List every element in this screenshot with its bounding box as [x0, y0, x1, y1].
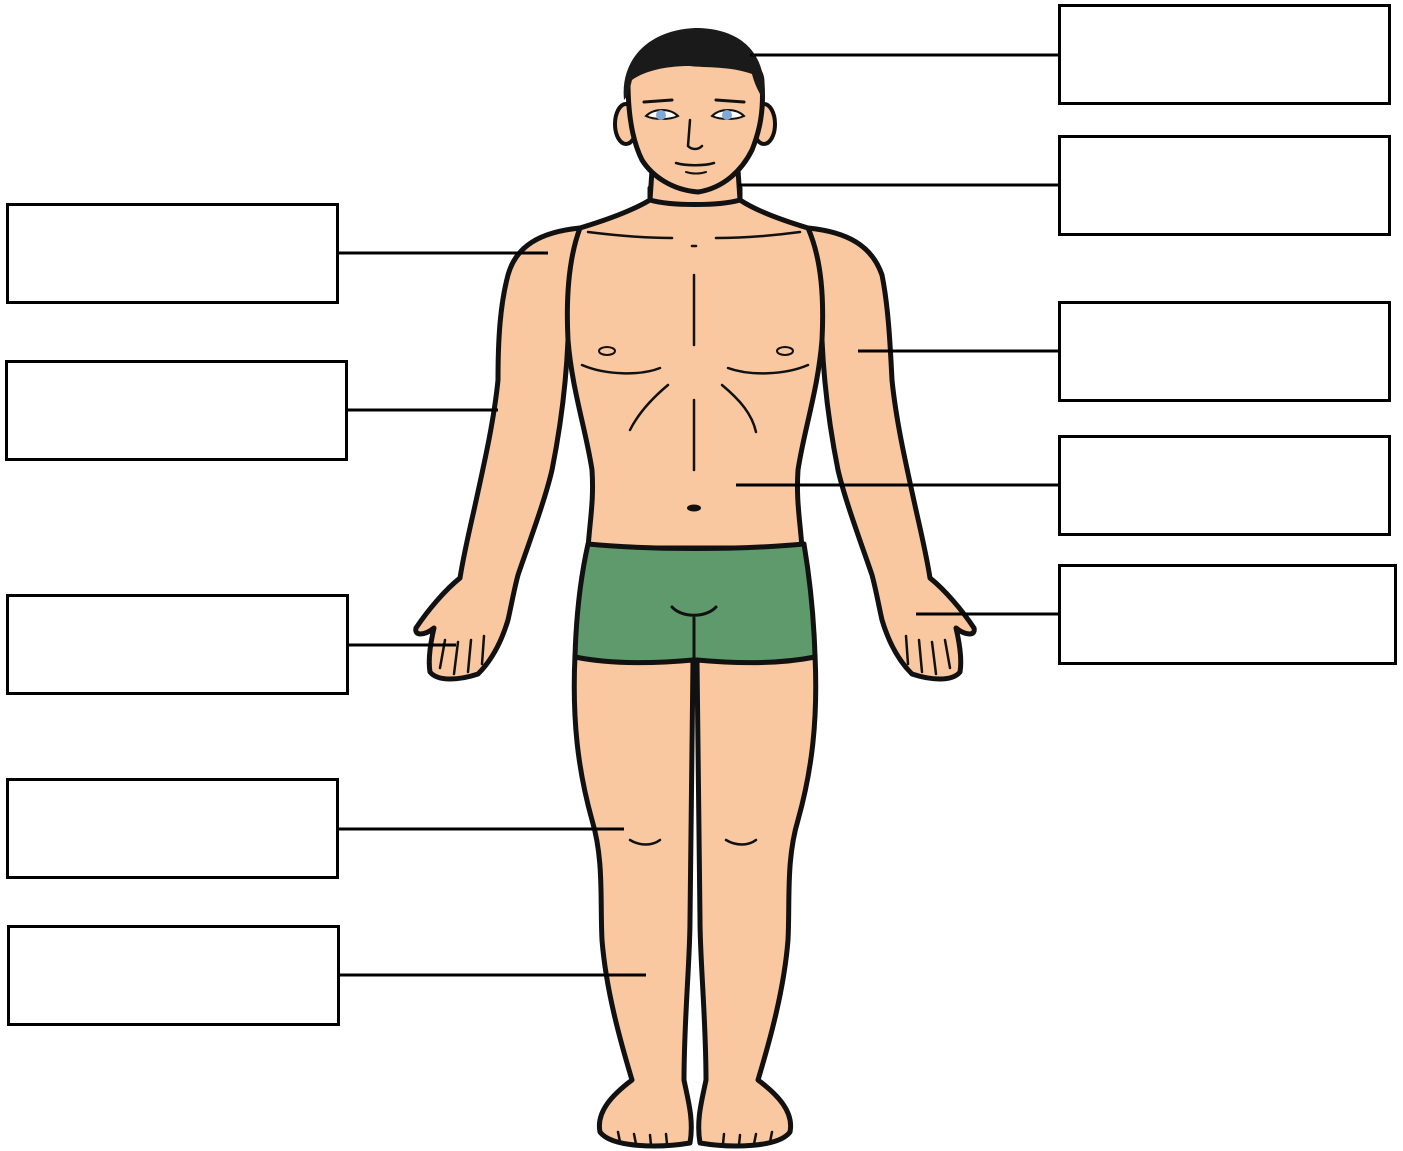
left-leg [574, 655, 693, 1146]
right-arm [808, 228, 974, 679]
left-arm [416, 228, 580, 679]
label-box-neck[interactable] [1058, 135, 1391, 236]
label-box-leg[interactable] [7, 925, 340, 1026]
label-box-shoulder[interactable] [6, 203, 339, 304]
head [615, 28, 775, 192]
label-box-hand-right[interactable] [1058, 564, 1397, 665]
label-box-head[interactable] [1058, 4, 1391, 105]
label-box-chest[interactable] [1058, 301, 1391, 402]
label-box-knee[interactable] [6, 778, 339, 879]
torso [567, 188, 822, 548]
label-box-stomach[interactable] [1058, 435, 1391, 536]
right-leg [697, 655, 816, 1146]
label-box-arm[interactable] [5, 360, 348, 461]
label-box-hand-left[interactable] [6, 594, 349, 695]
legs [574, 655, 816, 1146]
navel [687, 505, 701, 512]
